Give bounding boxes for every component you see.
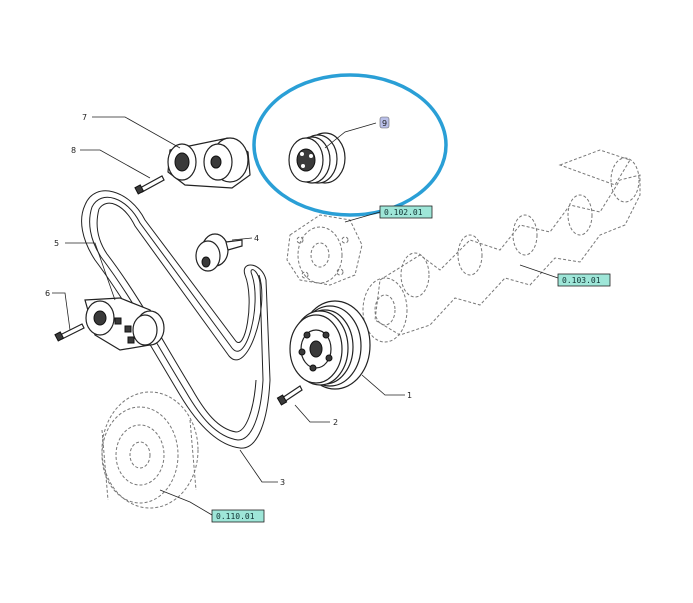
poly-v-belt — [81, 190, 271, 449]
callout-4: 4 — [254, 234, 259, 243]
idler-pulley — [195, 233, 243, 272]
reference-water-pump[interactable]: 0.102.01 — [379, 205, 433, 219]
water-pump-ghost — [286, 214, 363, 286]
belt-tensioner — [84, 297, 165, 351]
pulley-bolt — [276, 385, 303, 406]
callout-1: 1 — [407, 391, 412, 400]
crankshaft-pulley — [289, 300, 371, 390]
callout-9-marker: 9 — [379, 116, 390, 129]
highlight-ellipse — [252, 73, 448, 217]
upper-bolt — [134, 175, 165, 195]
callout-9: 9 — [382, 119, 387, 128]
damper-ghost — [101, 391, 199, 509]
reference-crankshaft[interactable]: 0.103.01 — [557, 273, 611, 287]
leader-lines — [52, 116, 559, 516]
tensioner-bolt — [54, 323, 85, 342]
callout-5: 5 — [54, 239, 59, 248]
callout-6: 6 — [45, 289, 50, 298]
crankshaft-ghost — [362, 149, 641, 343]
reference-damper-label: 0.110.01 — [216, 512, 255, 521]
callout-3: 3 — [280, 478, 285, 487]
reference-crankshaft-label: 0.103.01 — [562, 276, 601, 285]
reference-water-pump-label: 0.102.01 — [384, 208, 423, 217]
callout-8: 8 — [71, 146, 76, 155]
upper-tensioner-pulley — [167, 137, 251, 189]
callout-2: 2 — [333, 418, 338, 427]
highlighted-pulley — [288, 132, 346, 184]
callout-7: 7 — [82, 113, 87, 122]
reference-damper[interactable]: 0.110.01 — [211, 509, 265, 523]
